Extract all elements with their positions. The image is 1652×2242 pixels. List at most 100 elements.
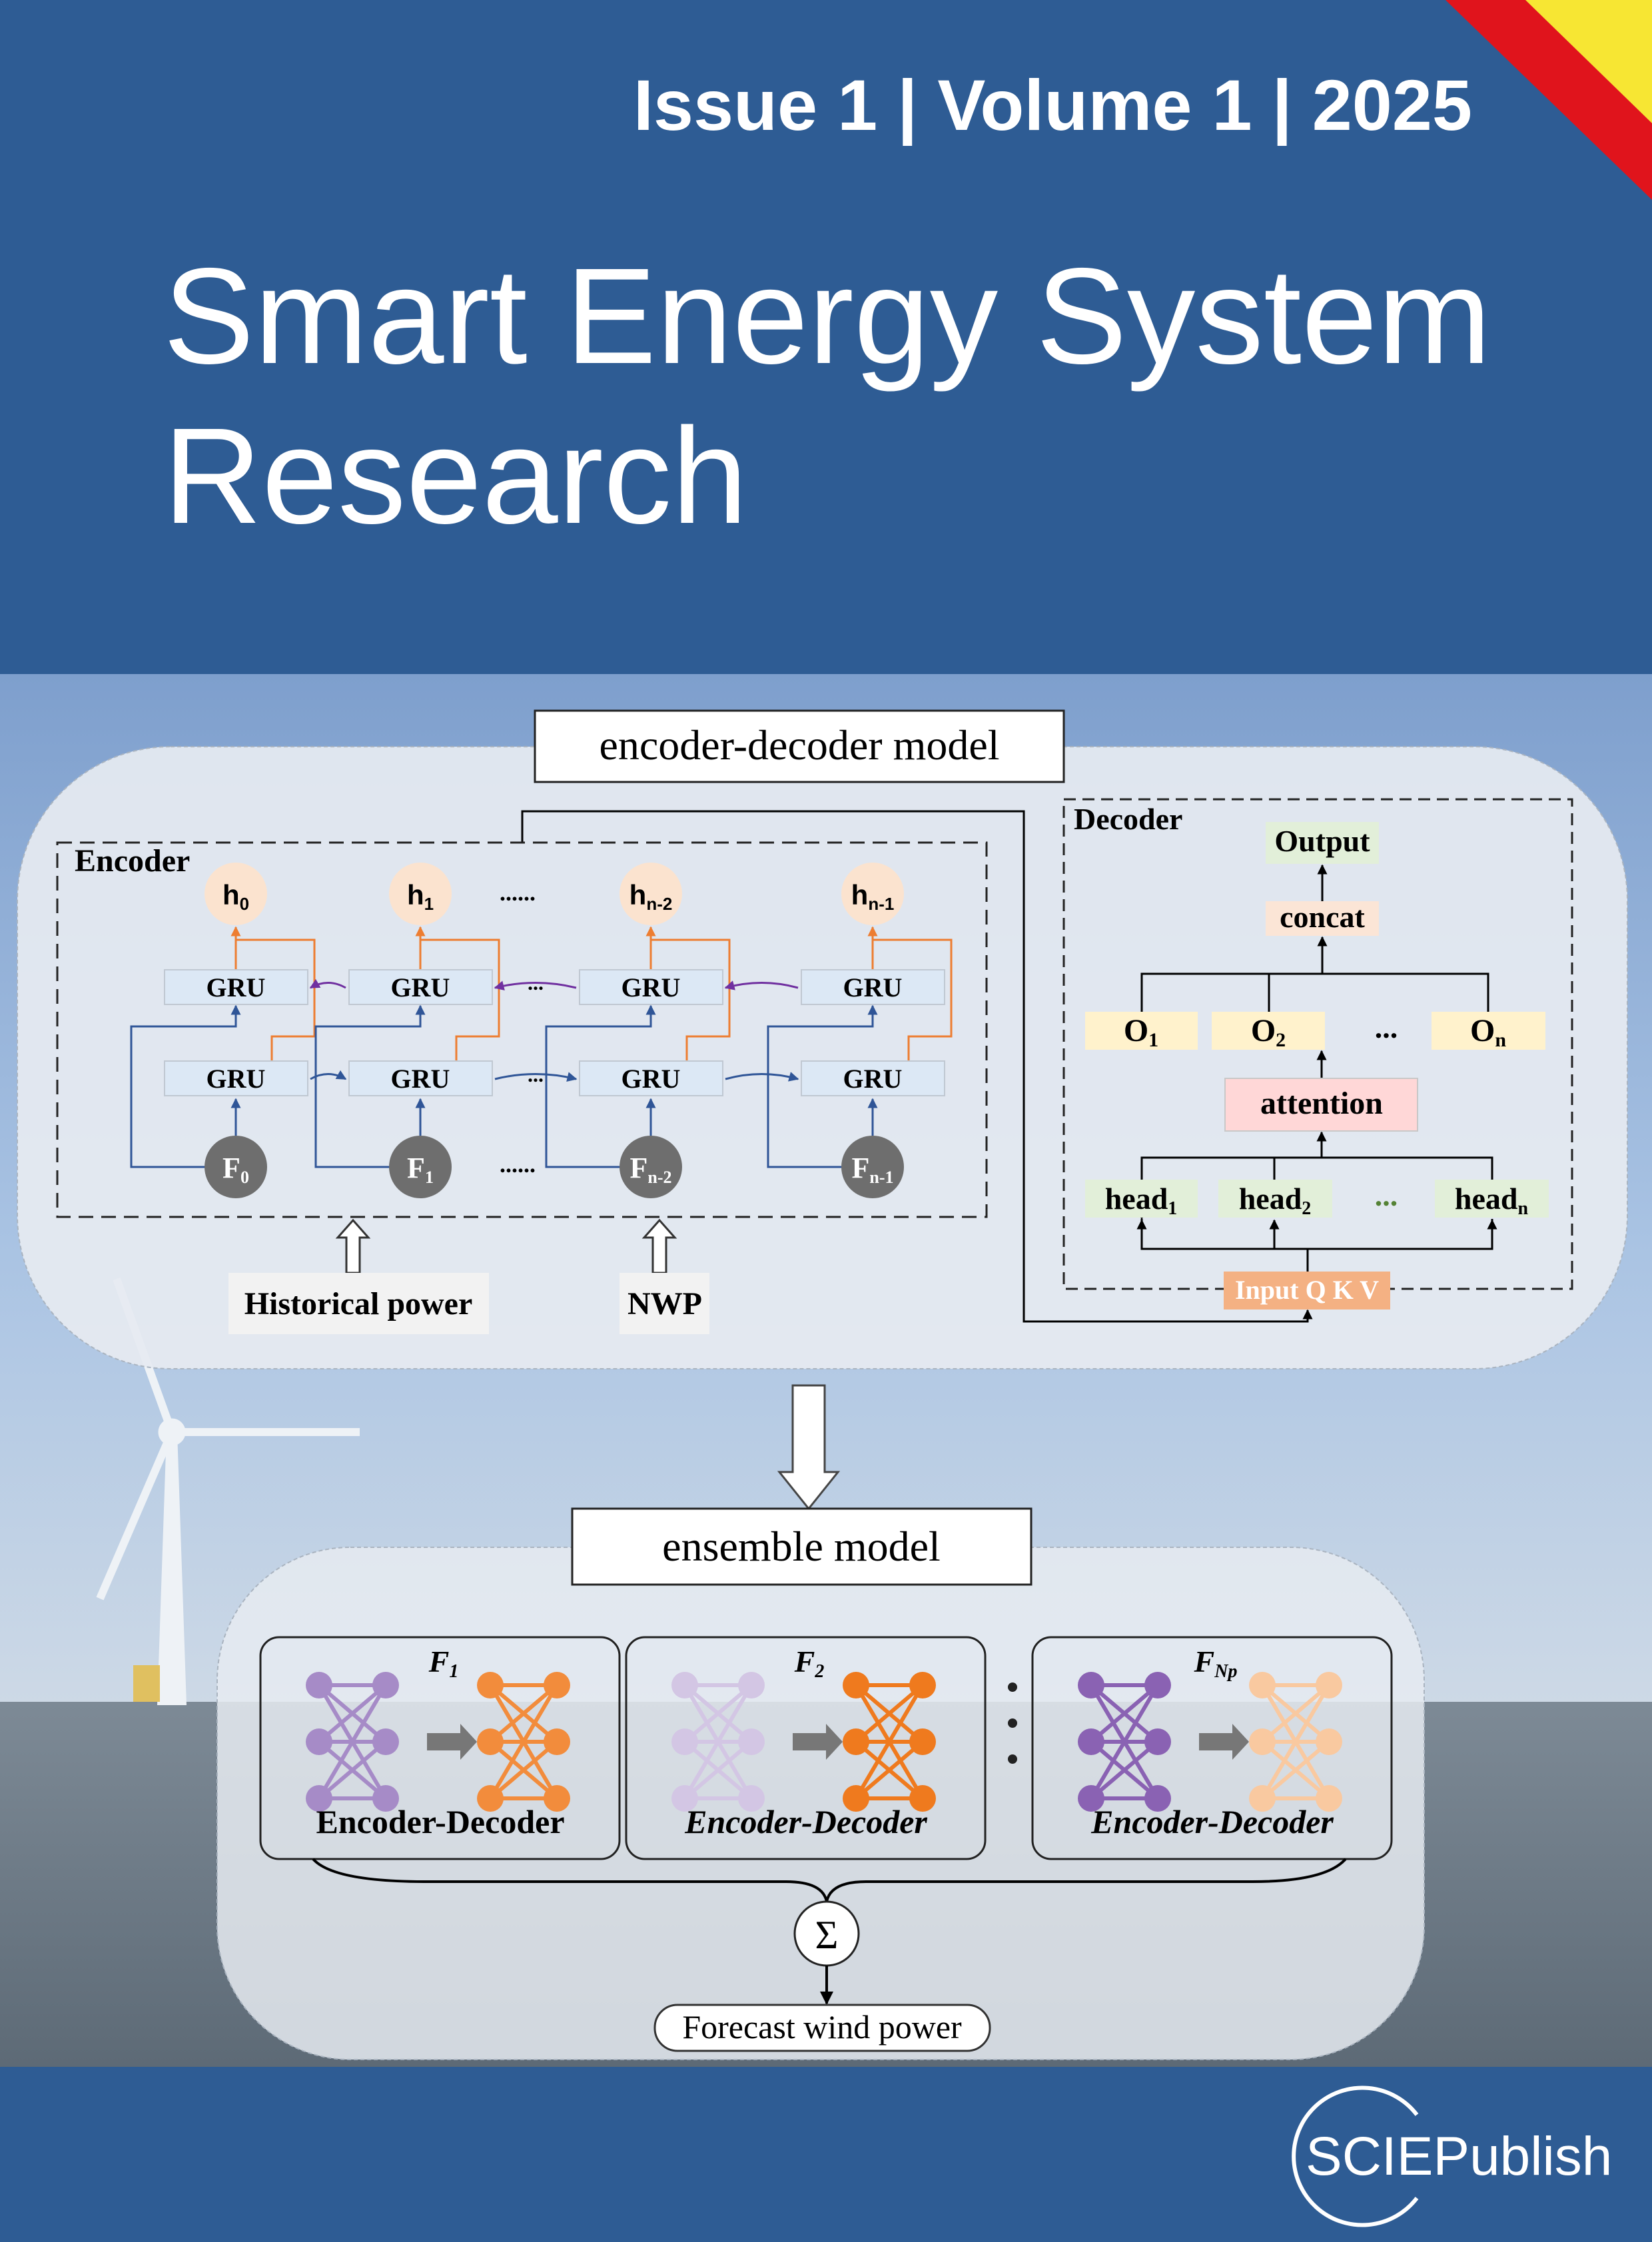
- output-box: [1266, 822, 1379, 864]
- hidden-sub: n-2: [646, 894, 672, 914]
- member-f-label: FNp: [1194, 1645, 1238, 1682]
- encoder-label: Encoder: [75, 843, 190, 879]
- forward-arrow: [725, 1072, 799, 1082]
- f-base: F: [794, 1645, 815, 1679]
- hidden-ellipsis: ......: [500, 879, 536, 906]
- encoder-network-icon: [306, 1672, 399, 1812]
- head-label: head: [1105, 1182, 1168, 1216]
- o-label: O: [1470, 1013, 1495, 1048]
- forecast-result-label: Forecast wind power: [682, 2008, 962, 2046]
- hidden-sub: n-1: [868, 894, 894, 914]
- feature-sub: 0: [240, 1168, 249, 1187]
- hidden-sub: 1: [424, 894, 434, 914]
- member-f-label: F2: [794, 1645, 825, 1682]
- decoder-network-icon: [477, 1672, 570, 1812]
- f-base: F: [428, 1645, 450, 1679]
- feature-sub: n-1: [869, 1168, 893, 1187]
- hidden-state-label: h0: [222, 879, 249, 914]
- encoder-to-decoder-connector: [521, 810, 1313, 1323]
- o-label: O: [1124, 1013, 1148, 1048]
- nwp-label: NWP: [627, 1286, 702, 1321]
- o-box-n: On: [1432, 1012, 1545, 1051]
- encoder-decoder-title-box: [534, 709, 1065, 783]
- o-ellipsis: ...: [1375, 1010, 1398, 1044]
- hidden-sub: 0: [240, 894, 249, 914]
- encoder-network-icon: [671, 1672, 765, 1812]
- hidden-state-label: h1: [407, 879, 434, 914]
- member-label: Encoder-Decoder: [684, 1803, 927, 1840]
- feature-node: [389, 1136, 452, 1198]
- decoder-label: Decoder: [1074, 802, 1182, 836]
- skip-connection: [130, 1004, 241, 1168]
- gru-lower-box: [164, 1060, 308, 1096]
- gru-upper-box: [348, 969, 493, 1005]
- output-label: Output: [1274, 824, 1370, 858]
- orange-residual: [420, 938, 500, 1061]
- historical-power-arrow-icon: [335, 1218, 371, 1274]
- feature-base: F: [629, 1152, 647, 1184]
- member-label: Encoder-Decoder: [316, 1803, 564, 1840]
- o-sub: 2: [1276, 1029, 1286, 1051]
- encoder-columns: GRUGRUh0F0GRUGRUh1F1GRUGRUhn-2Fn-2GRUGRU…: [130, 863, 953, 1198]
- gru-lower-box: [579, 1060, 723, 1096]
- feature-base: F: [407, 1152, 425, 1184]
- feature-ellipsis: ......: [500, 1151, 536, 1178]
- backward-arrow: [494, 980, 577, 991]
- logo-arc-icon: [1292, 2085, 1419, 2227]
- svg-text:headn: headn: [1455, 1182, 1529, 1219]
- journal-title-line1: Smart Energy System: [163, 240, 1491, 392]
- decoder-network-icon: [843, 1672, 936, 1812]
- header-band: [0, 0, 1652, 674]
- hidden-state-label: hn-2: [629, 879, 673, 914]
- publisher-logo: SCIEPublish: [1292, 2085, 1612, 2227]
- gru-upper-box: [801, 969, 945, 1005]
- gru-lower-box: [348, 1060, 493, 1096]
- head-sub: 1: [1168, 1198, 1177, 1219]
- hidden-state-node: [205, 863, 267, 925]
- encoder-box: [56, 841, 988, 1218]
- o-label: O: [1251, 1013, 1276, 1048]
- arrow-right-icon: [427, 1724, 477, 1760]
- forecast-result-pill: [653, 2004, 991, 2052]
- gru-label: GRU: [843, 972, 903, 1002]
- ensemble-members: F1Encoder-DecoderF2Encoder-DecoderFNpEnc…: [259, 1636, 1393, 1860]
- o-box-1: O1: [1085, 1012, 1198, 1051]
- decoder-lines: [1136, 864, 1497, 1272]
- encoder-network-icon: [1078, 1672, 1171, 1812]
- head-sub: 2: [1302, 1198, 1311, 1219]
- gru-ellipsis: ...: [528, 1062, 544, 1086]
- svg-text:head1: head1: [1105, 1182, 1178, 1219]
- concat-label: concat: [1280, 900, 1365, 934]
- f-sub: 1: [449, 1661, 458, 1682]
- corner-flag: [1446, 0, 1652, 200]
- ensemble-title: ensemble model: [662, 1523, 941, 1570]
- arrow-right-icon: [793, 1724, 843, 1760]
- gru-ellipsis: ...: [528, 970, 544, 994]
- sum-symbol: Σ: [815, 1913, 839, 1957]
- gru-label: GRU: [621, 1064, 681, 1094]
- member-card-border: [1031, 1636, 1393, 1860]
- concat-box: [1266, 901, 1379, 936]
- attention-label: attention: [1260, 1086, 1383, 1121]
- gru-label: GRU: [391, 972, 450, 1002]
- backward-arrow: [724, 980, 799, 990]
- svg-text:O1: O1: [1124, 1013, 1158, 1051]
- input-qkv-box: [1224, 1272, 1390, 1309]
- skip-connection: [314, 1004, 426, 1168]
- feature-label: Fn-2: [629, 1152, 671, 1187]
- gru-label: GRU: [206, 1064, 266, 1094]
- f-sub: 2: [814, 1661, 824, 1682]
- head-label: head: [1239, 1182, 1302, 1216]
- gru-label: GRU: [391, 1064, 450, 1094]
- feature-base: F: [851, 1152, 869, 1184]
- orange-residual: [873, 938, 953, 1061]
- svg-text:On: On: [1470, 1013, 1506, 1051]
- ensemble-title-box: [571, 1507, 1032, 1586]
- arrow-right-icon: [1199, 1724, 1249, 1760]
